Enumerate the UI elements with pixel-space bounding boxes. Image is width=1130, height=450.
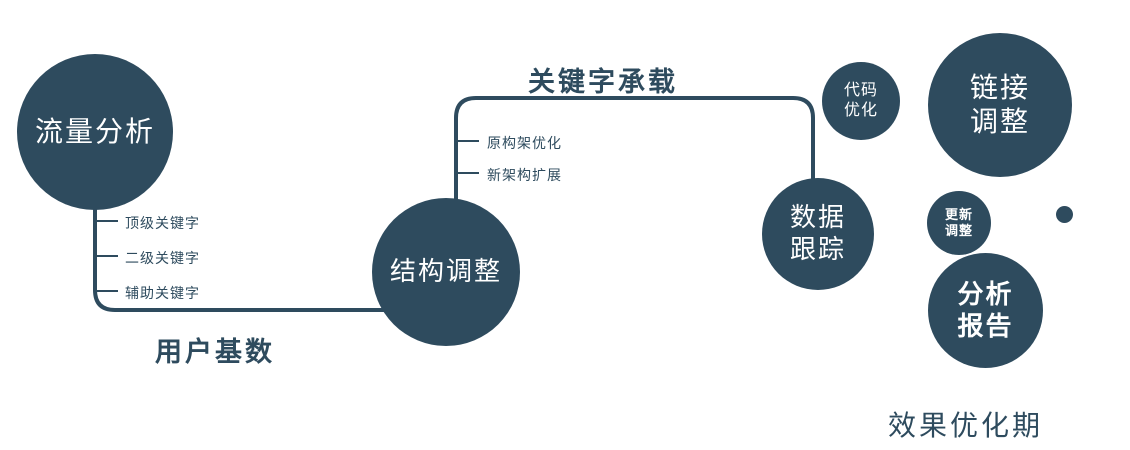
node-structure-adjustment-label: 结构调整 [389,256,502,287]
branch-label-original-architecture: 原构架优化 [487,135,562,151]
node-link-adjustment-line1: 链接 [969,71,1030,103]
node-code-optimization-line2: 优化 [843,102,878,119]
node-link-adjustment-line2: 调整 [969,106,1030,137]
node-structure-adjustment: 结构调整 [372,198,520,346]
node-code-optimization: 代码 优化 [822,62,900,140]
node-traffic-analysis: 流量分析 [17,54,173,210]
branch-label-secondary-keywords: 二级关键字 [125,250,200,266]
node-update-adjustment-line1: 更新 [944,207,973,223]
branch-label-auxiliary-keywords: 辅助关键字 [125,285,200,301]
node-analysis-report: 分析 报告 [928,253,1043,368]
traffic-branch-ticks [95,220,118,292]
node-traffic-analysis-label: 流量分析 [34,115,155,147]
edge-label-user-base: 用户基数 [155,337,275,367]
branch-label-new-architecture: 新架构扩展 [487,167,562,183]
structure-branch-ticks [456,140,479,174]
node-update-adjustment: 更新 调整 [927,191,991,255]
node-link-adjustment: 链接 调整 [928,33,1072,177]
node-data-tracking: 数据 跟踪 [762,178,874,290]
caption-effect-optimization-period: 效果优化期 [888,410,1044,441]
node-update-adjustment-line2: 调整 [944,223,973,238]
branch-label-top-keywords: 顶级关键字 [125,215,200,231]
decorative-dot [1056,206,1073,223]
node-analysis-report-line1: 分析 [957,278,1014,309]
node-data-tracking-line2: 跟踪 [789,234,846,264]
node-data-tracking-line1: 数据 [789,202,846,233]
node-code-optimization-line1: 代码 [843,82,878,100]
node-analysis-report-line2: 报告 [957,310,1014,341]
edge-label-keyword-carrying: 关键字承载 [528,67,678,97]
connector-structure-to-tracking [454,96,815,212]
